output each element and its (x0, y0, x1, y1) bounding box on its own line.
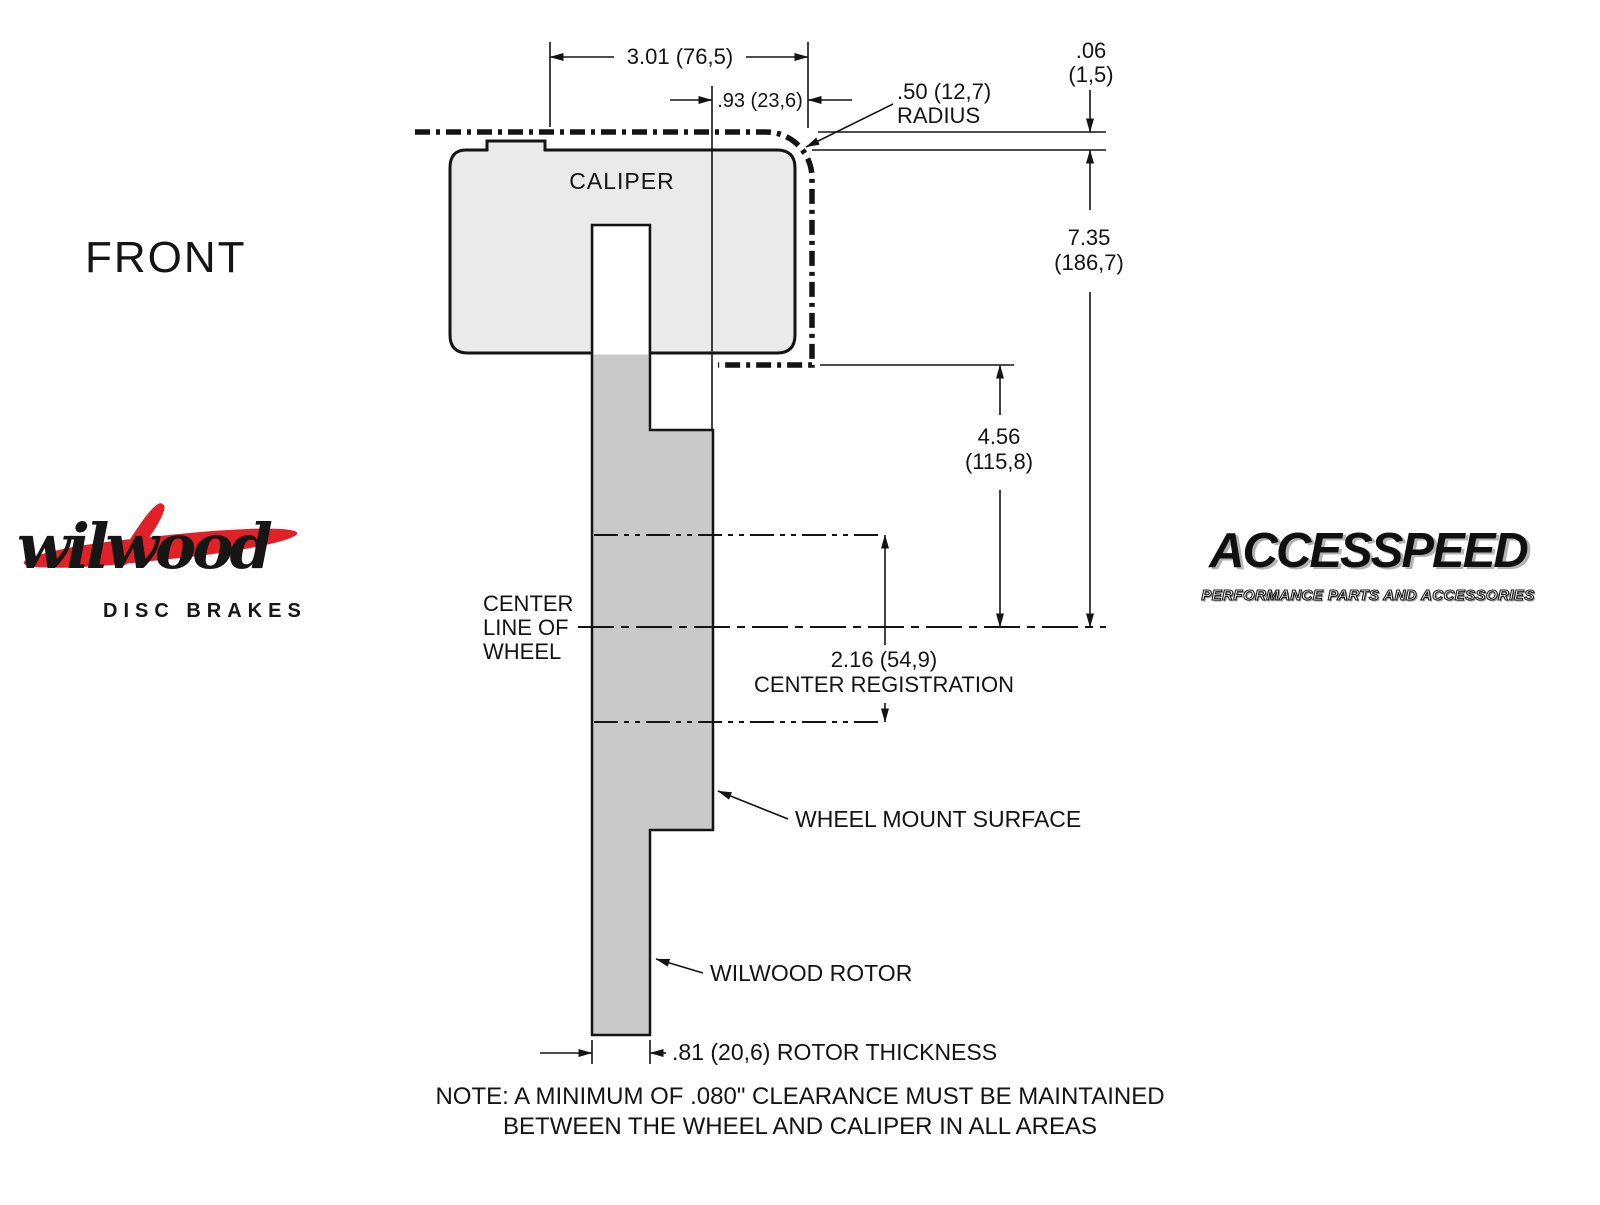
leader-wilwood-rotor (655, 958, 704, 974)
dimension-4-56: 4.56 (115,8) (965, 364, 1033, 628)
dim-text-0-06: .06 (1076, 38, 1107, 63)
dimension-0-81-rotor-thickness: .81 (20,6) ROTOR THICKNESS (540, 1039, 997, 1065)
dimension-0-06: .06 (1,5) (1068, 38, 1114, 133)
leader-radius (805, 103, 894, 148)
callout-wheel-mount-surface: WHEEL MOUNT SURFACE (717, 790, 1081, 832)
dim-text-4-56-mm: (115,8) (965, 449, 1033, 474)
accesspeed-subtitle: PERFORMANCE PARTS AND ACCESSORIES (1201, 586, 1535, 604)
wilwood-wordmark: wilwood (17, 510, 273, 583)
wilwood-logo: wilwood DISC BRAKES (15, 499, 335, 645)
dim-text-0-50: .50 (12,7) (897, 79, 991, 104)
rotor-slot-through-caliper (593, 226, 649, 355)
dim-text-3-01: 3.01 (76,5) (627, 44, 733, 69)
centerline-label-line1: CENTER (483, 591, 573, 616)
rotor-and-hat (590, 223, 715, 1037)
accesspeed-logo: ACCESSPEED PERFORMANCE PARTS AND ACCESSO… (1198, 524, 1538, 604)
dimension-7-35: 7.35 (186,7) (1054, 149, 1124, 628)
note-line1: NOTE: A MINIMUM OF .080" CLEARANCE MUST … (435, 1083, 1164, 1110)
dimension-2-16: 2.16 (54,9) CENTER REGISTRATION (754, 534, 1014, 723)
clearance-note: NOTE: A MINIMUM OF .080" CLEARANCE MUST … (435, 1083, 1164, 1140)
dimension-3-01: 3.01 (76,5) (549, 44, 809, 69)
accesspeed-wordmark: ACCESSPEED (1209, 524, 1529, 578)
dim-text-7-35-mm: (186,7) (1054, 250, 1124, 275)
callout-wilwood-rotor: WILWOOD ROTOR (655, 958, 912, 986)
label-wheel-mount-surface: WHEEL MOUNT SURFACE (795, 806, 1081, 832)
caliper-label: CALIPER (569, 168, 674, 194)
dim-text-4-56: 4.56 (978, 424, 1021, 449)
centerline-label-line2: LINE OF (483, 615, 569, 640)
wilwood-disc-brakes-subtitle: DISC BRAKES (103, 600, 307, 622)
label-centerline-of-wheel: CENTER LINE OF WHEEL (483, 591, 573, 664)
dim-text-0-06-mm: (1,5) (1068, 62, 1113, 87)
dim-text-0-93: .93 (23,6) (717, 90, 803, 112)
dim-text-center-registration: CENTER REGISTRATION (754, 672, 1014, 697)
dimension-0-93: .93 (23,6) (670, 90, 852, 112)
leader-wheel-mount-surface (717, 790, 789, 820)
note-line2: BETWEEN THE WHEEL AND CALIPER IN ALL ARE… (503, 1113, 1097, 1140)
dim-text-0-81: .81 (20,6) ROTOR THICKNESS (672, 1039, 997, 1065)
dim-text-2-16: 2.16 (54,9) (831, 647, 937, 672)
label-wilwood-rotor: WILWOOD ROTOR (710, 960, 912, 986)
callout-radius-0-50: .50 (12,7) RADIUS (805, 79, 991, 148)
dim-text-7-35: 7.35 (1068, 225, 1111, 250)
centerline-label-line3: WHEEL (483, 639, 561, 664)
front-view-label: FRONT (85, 233, 247, 282)
dim-text-radius-word: RADIUS (897, 103, 980, 128)
